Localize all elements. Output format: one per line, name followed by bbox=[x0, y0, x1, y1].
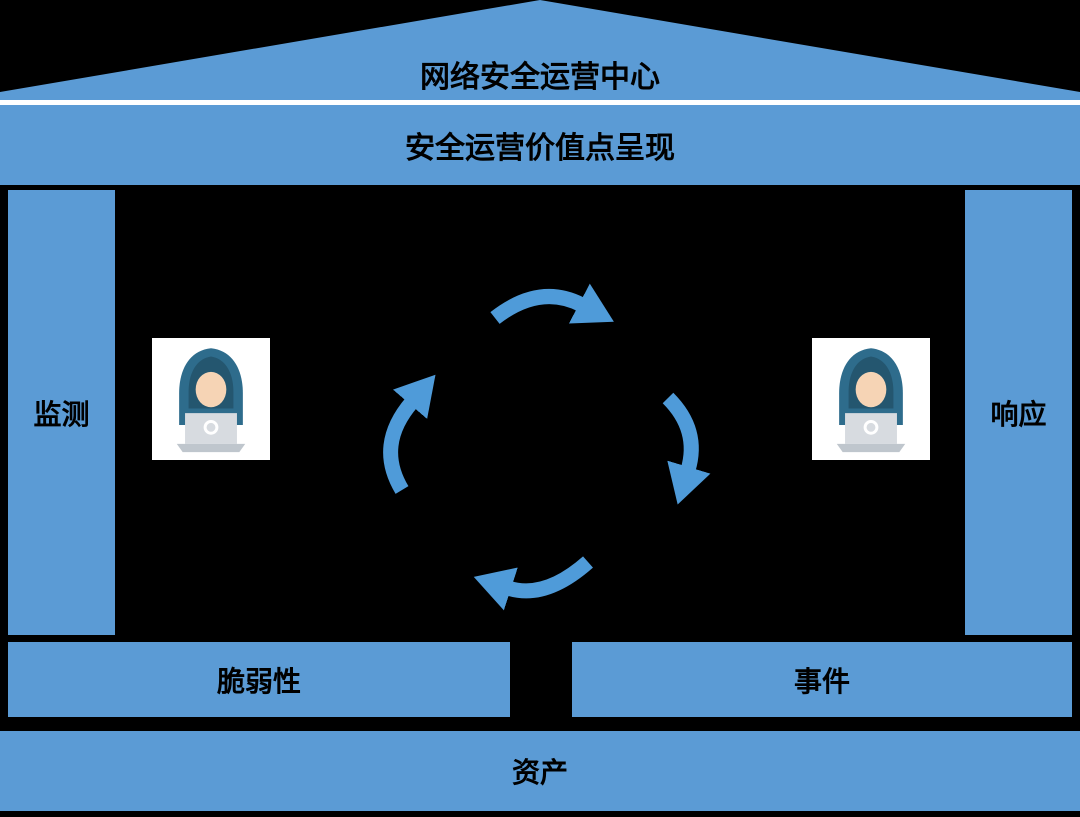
cycle-arrow-left-icon bbox=[383, 374, 436, 494]
hacker-icon bbox=[812, 340, 930, 458]
pillar-response: 响应 bbox=[965, 190, 1072, 635]
pillar-response-label: 响应 bbox=[990, 398, 1047, 430]
incident-bar: 事件 bbox=[572, 642, 1072, 717]
hacker-icon-left bbox=[152, 338, 270, 460]
laptop-logo bbox=[863, 419, 879, 435]
roof-separator bbox=[0, 100, 1080, 105]
header-bar: 安全运营价值点呈现 bbox=[0, 105, 1080, 185]
laptop-lid bbox=[845, 413, 897, 444]
cycle-arrows bbox=[383, 283, 711, 611]
cycle-arrow-bottom-icon bbox=[473, 556, 593, 611]
laptop-lid bbox=[185, 413, 237, 444]
laptop-logo bbox=[203, 419, 219, 435]
cycle-arrow-right-icon bbox=[662, 392, 711, 505]
vulnerability-bar: 脆弱性 bbox=[8, 642, 510, 717]
roof-shape: 网络安全运营中心 bbox=[0, 0, 1080, 100]
face bbox=[195, 371, 227, 408]
hacker-icon bbox=[152, 340, 270, 458]
face bbox=[855, 371, 887, 408]
asset-bar: 资产 bbox=[0, 731, 1080, 811]
pillar-monitoring-label: 监测 bbox=[33, 398, 90, 430]
cycle-arrow-top-icon bbox=[490, 283, 614, 325]
incident-label: 事件 bbox=[793, 665, 850, 697]
header-label: 安全运营价值点呈现 bbox=[405, 132, 675, 165]
pillar-monitoring: 监测 bbox=[8, 190, 115, 635]
asset-label: 资产 bbox=[511, 757, 568, 788]
hacker-icon-right bbox=[812, 338, 930, 460]
roof-title: 网络安全运营中心 bbox=[420, 61, 660, 94]
laptop-base bbox=[836, 443, 906, 453]
vulnerability-label: 脆弱性 bbox=[216, 665, 301, 697]
laptop-base bbox=[176, 443, 246, 453]
